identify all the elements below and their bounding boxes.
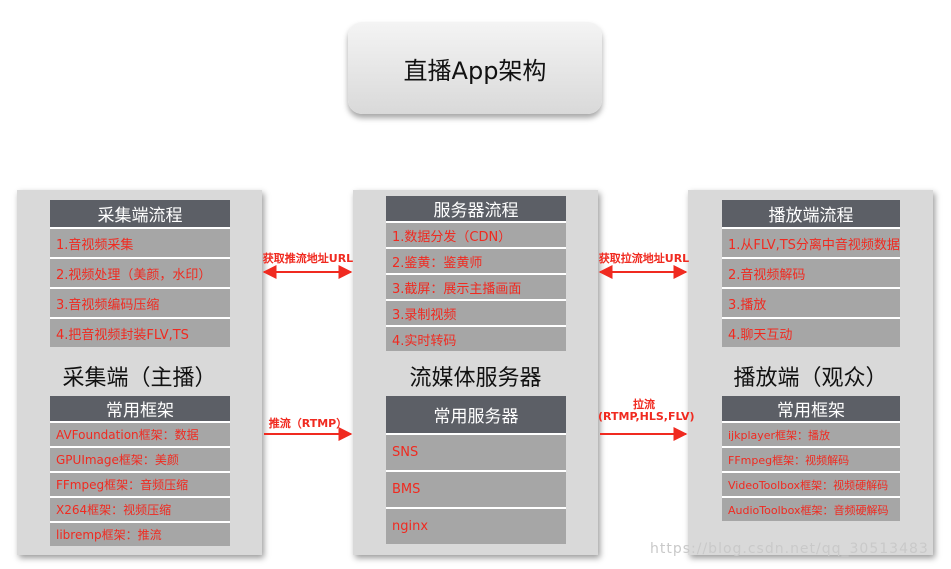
list-item: FFmpeg框架：音频压缩: [50, 471, 230, 496]
player-flow-header: 播放端流程: [722, 200, 900, 227]
push-url-label: 获取推流地址URL: [262, 252, 354, 265]
capture-framework-list: AVFoundation框架：数据 GPUImage框架：美颜 FFmpeg框架…: [50, 421, 230, 546]
list-item: BMS: [386, 470, 566, 507]
capture-flow-list: 1.音视频采集 2.视频处理（美颜，水印） 3.音视频编码压缩 4.把音视频封装…: [50, 227, 230, 347]
list-item: 2.鉴黄：鉴黄师: [386, 247, 566, 273]
player-name: 播放端（观众）: [733, 366, 888, 391]
list-item: 3.录制视频: [386, 299, 566, 325]
player-flow-list: 1.从FLV,TS分离中音视频数据 2.音视频解码 3.播放 4.聊天互动: [722, 227, 900, 347]
list-item: AVFoundation框架：数据: [50, 421, 230, 446]
server-flow-header: 服务器流程: [386, 196, 566, 221]
list-item: 1.数据分发（CDN）: [386, 221, 566, 247]
list-item: ijkplayer框架：播放: [722, 421, 900, 446]
player-framework-list: ijkplayer框架：播放 FFmpeg框架：视频解码 VideoToolbo…: [722, 421, 900, 521]
watermark-text: https://blog.csdn.net/qq_30513483: [650, 541, 929, 557]
list-item: 2.音视频解码: [722, 257, 900, 287]
list-item: SNS: [386, 433, 566, 470]
server-list-header: 常用服务器: [386, 396, 566, 433]
list-item: 3.截屏：展示主播画面: [386, 273, 566, 299]
server-flow-list: 1.数据分发（CDN） 2.鉴黄：鉴黄师 3.截屏：展示主播画面 3.录制视频 …: [386, 221, 566, 351]
list-item: nginx: [386, 507, 566, 544]
list-item: 1.音视频采集: [50, 227, 230, 257]
title-box: 直播App架构: [348, 22, 602, 114]
list-item: 3.播放: [722, 287, 900, 317]
list-item: libremp框架：推流: [50, 521, 230, 546]
list-item: VideoToolbox框架：视频硬解码: [722, 471, 900, 496]
list-item: 1.从FLV,TS分离中音视频数据: [722, 227, 900, 257]
capture-flow-header: 采集端流程: [50, 200, 230, 227]
pull-label-line1: 拉流: [633, 398, 655, 411]
list-item: FFmpeg框架：视频解码: [722, 446, 900, 471]
pull-label-line2: (RTMP,HLS,FLV): [598, 410, 695, 423]
list-item: 4.实时转码: [386, 325, 566, 351]
list-item: 3.音视频编码压缩: [50, 287, 230, 317]
list-item: AudioToolbox框架：音频硬解码: [722, 496, 900, 521]
diagram-title: 直播App架构: [403, 56, 547, 85]
list-item: GPUImage框架：美颜: [50, 446, 230, 471]
server-name: 流媒体服务器: [409, 366, 542, 391]
capture-name: 采集端（主播）: [62, 366, 217, 391]
capture-framework-header: 常用框架: [50, 396, 230, 421]
list-item: X264框架：视频压缩: [50, 496, 230, 521]
push-label: 推流（RTMP）: [268, 417, 348, 430]
list-item: 2.视频处理（美颜，水印）: [50, 257, 230, 287]
list-item: 4.把音视频封装FLV,TS: [50, 317, 230, 347]
server-list: SNS BMS nginx: [386, 433, 566, 544]
player-framework-header: 常用框架: [722, 396, 900, 421]
pull-url-label: 获取拉流地址URL: [598, 252, 690, 265]
list-item: 4.聊天互动: [722, 317, 900, 347]
